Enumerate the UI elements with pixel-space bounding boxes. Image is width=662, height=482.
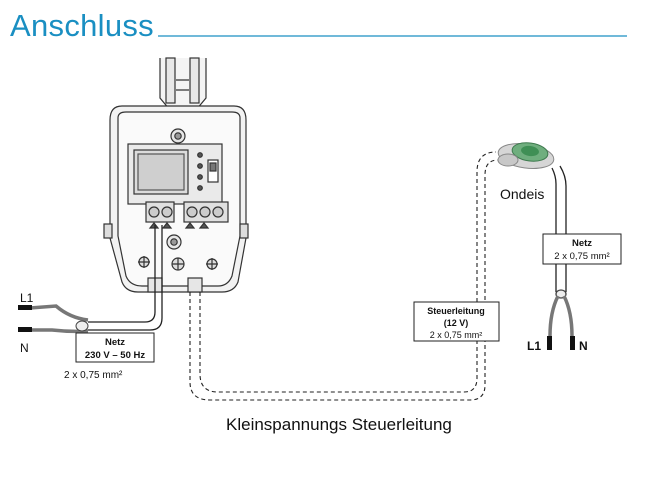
sensor-cable-box: Netz 2 x 0,75 mm² (542, 233, 622, 265)
control-box-line1: Steuerleitung (427, 306, 485, 316)
controller-housing-icon (103, 57, 249, 293)
sensor-cable (547, 165, 575, 350)
control-line (189, 151, 499, 401)
sensor-ondeis-icon (497, 142, 555, 170)
supply-cable-spec: 2 x 0,75 mm² (64, 370, 123, 381)
control-line-box: Steuerleitung (12 V) 2 x 0,75 mm² (413, 301, 500, 342)
sensor-name: Ondeis (500, 186, 544, 202)
supply-box-line1: Netz (105, 337, 125, 348)
page-title: Anschluss (10, 8, 154, 43)
sensor-box-line2: 2 x 0,75 mm² (554, 251, 609, 262)
supply-cable (18, 225, 163, 334)
supply-box-line2: 230 V – 50 Hz (85, 350, 145, 361)
sensor-terminal-n: N (579, 339, 588, 353)
control-box-line3: 2 x 0,75 mm² (430, 330, 483, 340)
supply-terminal-n: N (20, 341, 29, 355)
sensor-terminal-l1: L1 (527, 339, 541, 353)
control-box-line2: (12 V) (444, 318, 469, 328)
supply-terminal-l1: L1 (20, 291, 34, 305)
sensor-box-line1: Netz (572, 238, 592, 249)
supply-label-box: Netz 230 V – 50 Hz (75, 332, 155, 363)
control-line-caption: Kleinspannungs Steuerleitung (226, 415, 452, 434)
